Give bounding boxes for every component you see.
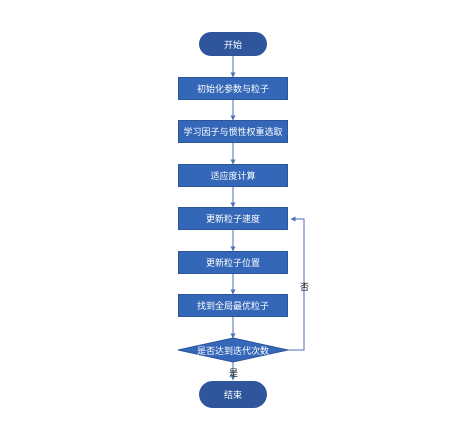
learn-process: 学习因子与惯性权重选取 — [178, 120, 288, 143]
end-terminal: 结束 — [199, 381, 267, 408]
edge-decision-no-loop — [288, 216, 305, 351]
decision-label: 是否达到迭代次数 — [196, 347, 269, 357]
decision-diamond — [177, 337, 289, 363]
update-position-process: 更新粒子位置 — [178, 251, 288, 274]
find-best-process: 找到全局最优粒子 — [178, 294, 288, 317]
yes-edge-label: 是 — [229, 369, 239, 379]
update-velocity-process: 更新粒子速度 — [178, 207, 288, 230]
start-terminal: 开始 — [199, 32, 267, 56]
fitness-process: 适应度计算 — [178, 164, 288, 187]
init-process: 初始化参数与粒子 — [178, 77, 288, 100]
no-edge-label: 否 — [300, 283, 310, 293]
